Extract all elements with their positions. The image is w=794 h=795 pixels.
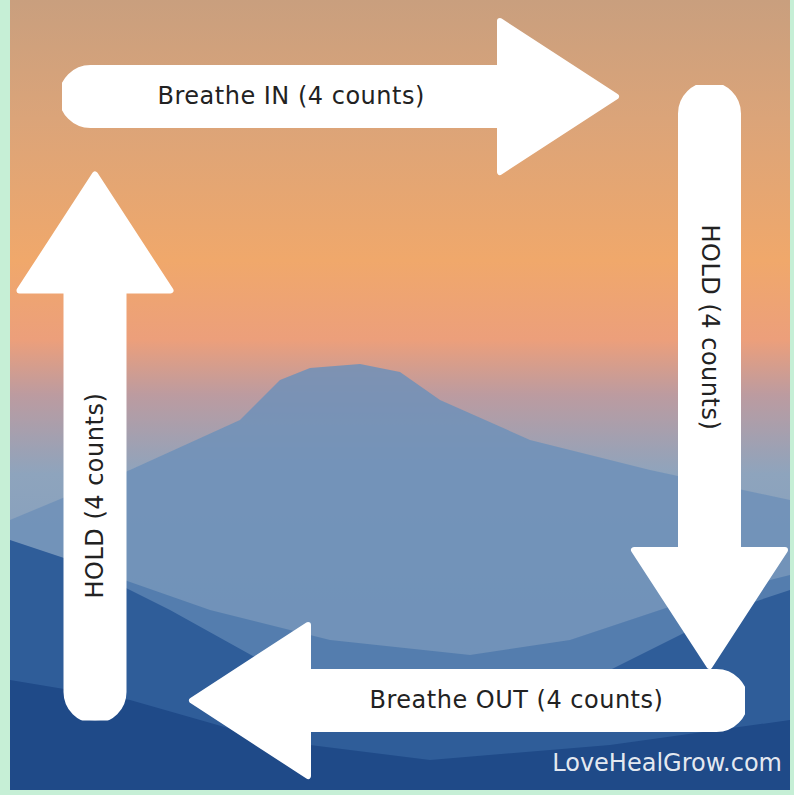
step-label: HOLD (4 counts) (681, 225, 738, 431)
sky (10, 0, 790, 790)
arrow-step: Breathe IN (4 counts) (62, 15, 620, 178)
arrow-outline (20, 174, 171, 720)
step-label: Breathe OUT (4 counts) (370, 672, 664, 729)
step-label: Breathe IN (4 counts) (158, 68, 425, 125)
step-label: HOLD (4 counts) (67, 392, 124, 598)
watermark: LoveHealGrow.com (552, 749, 782, 777)
arrow-outline (634, 85, 785, 666)
arrow-step: HOLD (4 counts) (14, 170, 177, 720)
arrow-outline (62, 21, 616, 172)
arrow-step: HOLD (4 counts) (628, 85, 791, 670)
